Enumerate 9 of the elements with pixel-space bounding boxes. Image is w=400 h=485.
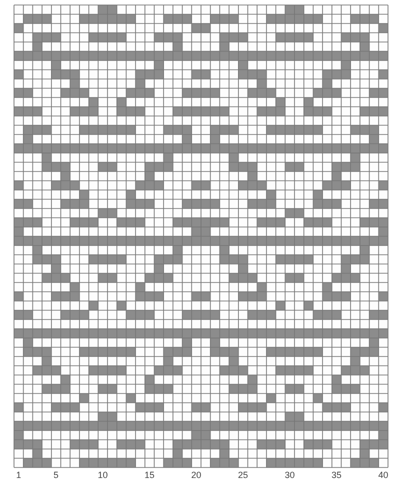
column-number: 15: [144, 470, 155, 481]
column-number: 20: [191, 470, 202, 481]
column-number: 40: [378, 470, 388, 481]
column-number: 35: [332, 470, 342, 481]
column-number: 10: [98, 470, 108, 481]
column-number: 1: [16, 470, 22, 481]
column-number: 5: [54, 470, 59, 481]
column-number: 30: [284, 470, 295, 481]
column-number: 25: [238, 470, 248, 481]
